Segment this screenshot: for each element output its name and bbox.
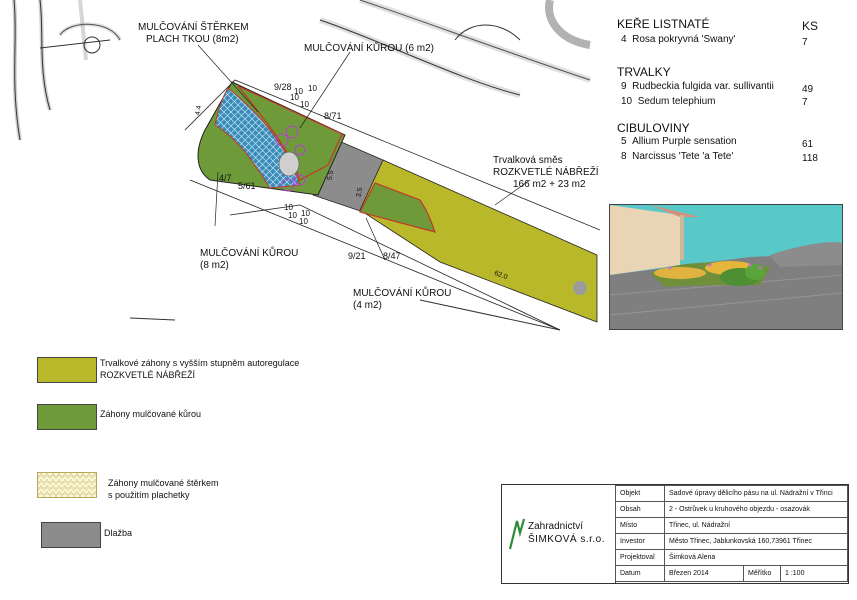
plant-count: 118 — [802, 153, 818, 164]
dimension-label: 10 — [290, 93, 299, 102]
background-map-fragments — [12, 0, 591, 331]
company-logo: Zahradnictví ŠIMKOVÁ s.r.o. — [502, 485, 616, 583]
legend-label-paving: Dlažba — [104, 528, 133, 538]
legend-label-bark: Záhony mulčované kůrou — [100, 409, 202, 419]
bark-bed-6m2 — [237, 85, 343, 181]
tree-marker — [573, 281, 587, 295]
logo-mark-icon — [508, 518, 526, 550]
gravel-callout: MULČOVÁNÍ ŠTĚRKEM PLACH TKOU (8m2) — [138, 22, 249, 45]
bark-bed-4m2 — [359, 182, 437, 233]
plant-group-title: TRVALKY — [617, 65, 671, 79]
legend-swatch-perennial — [37, 357, 97, 383]
plant-count: 7 — [802, 37, 808, 48]
road-lines — [184, 79, 600, 331]
leader-lines — [197, 44, 531, 261]
legend-label-perennial: Trvalkové záhony s vyšším stupněm autore… — [100, 358, 300, 380]
dimension-label: 10 — [301, 209, 310, 218]
site-plan — [12, 0, 600, 331]
dimension-label: 4.4 — [194, 105, 204, 116]
bark8-callout: MULČOVÁNÍ KŮROU (8 m2) — [200, 248, 299, 271]
legend-swatch-gravel — [37, 472, 97, 498]
plant-item: 5 Allium Purple sensation — [621, 136, 737, 147]
dimension-label: 3.5 — [355, 187, 365, 198]
plant-item: 4 Rosa pokryvná 'Swany' — [621, 34, 736, 45]
plant-count: 49 — [802, 84, 814, 95]
plant-item: 10 Sedum telephium — [621, 96, 716, 107]
count-header: KS — [802, 19, 819, 33]
dimension-label: 9/21 — [348, 251, 366, 261]
dimension-label: 10 — [294, 87, 303, 96]
dimension-label: 4/7 — [219, 173, 232, 183]
visualisation-render — [609, 204, 843, 330]
boulder — [278, 151, 300, 177]
bark4-callout: MULČOVÁNÍ KŮROU (4 m2) — [353, 288, 452, 311]
plant-count: 7 — [802, 97, 808, 108]
dimension-label: 9/28 — [274, 82, 292, 92]
dimension-label: 10 — [299, 217, 308, 226]
dimension-label: 10 — [308, 84, 317, 93]
plant-list: KEŘE LISTNATÉ KS 4 Rosa pokryvná 'Swany'… — [617, 17, 837, 171]
plant-group-title: CIBULOVINY — [617, 121, 690, 135]
dimension-label: 10 — [300, 100, 309, 109]
dimension-label: 8/47 — [383, 251, 401, 261]
bark6-callout: MULČOVÁNÍ KŮROU (6 m2) — [304, 43, 435, 54]
plant-group-title: KEŘE LISTNATÉ — [617, 17, 710, 31]
dimension-label: 5/61 — [238, 181, 256, 191]
dimension-label: 5.5 — [326, 170, 336, 181]
legend-swatch-paving — [41, 522, 101, 548]
dimension-label: 8/71 — [324, 111, 342, 121]
dimension-label: 10 — [288, 211, 297, 220]
plant-item: 9 Rudbeckia fulgida var. sullivantii — [621, 81, 774, 92]
plant-item: 8 Narcissus 'Tete 'a Tete' — [621, 151, 734, 162]
dimension-label: 10 — [284, 203, 293, 212]
legend-swatch-bark — [37, 404, 97, 430]
plant-count: 61 — [802, 139, 814, 150]
perennial-callout: Trvalková směs ROZKVETLÉ NÁBŘEŽÍ 166 m2 … — [493, 155, 599, 190]
plant-symbols — [275, 125, 306, 192]
